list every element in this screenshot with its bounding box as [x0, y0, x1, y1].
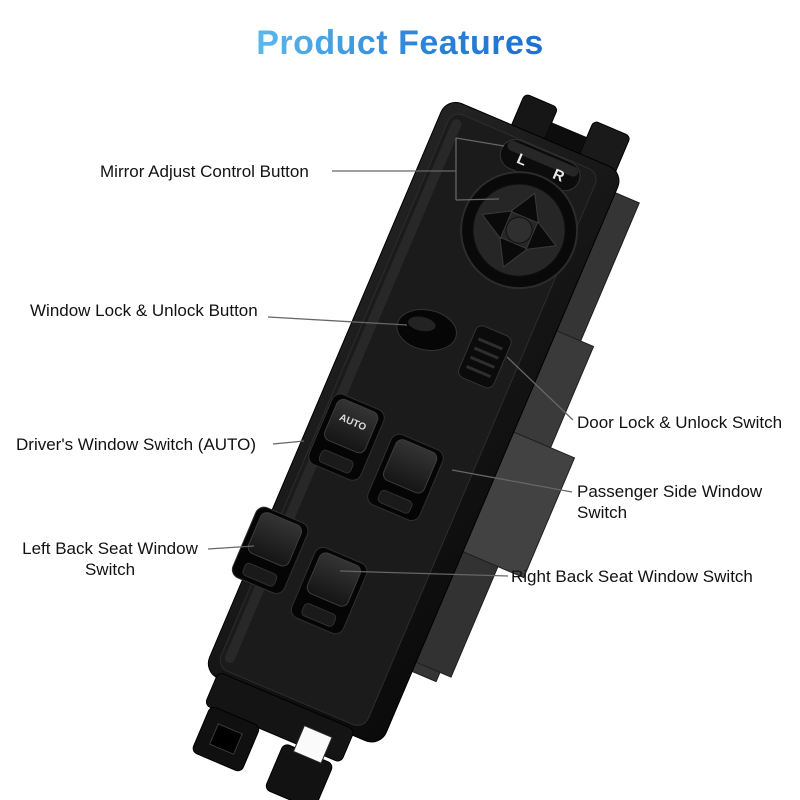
door-lock-callout-line	[506, 356, 574, 421]
passenger-callout-line	[451, 469, 573, 493]
mirror-adjust-control	[460, 171, 579, 290]
driver-window-switch: AUTO	[308, 393, 385, 481]
driver-callout-line	[272, 440, 305, 445]
connector-through-hole	[292, 724, 333, 764]
mirror-down-arrow-icon	[499, 236, 529, 268]
mirror-callout-line	[332, 137, 505, 201]
passenger-callout-label: Passenger Side Window Switch	[577, 482, 763, 522]
mirror-selector-rocker: L R	[499, 139, 581, 192]
mirror-pad-center	[505, 216, 533, 244]
window-lock-callout-line	[267, 316, 408, 326]
page-title-wrap: Product Features	[0, 24, 800, 63]
door-lock-switch	[458, 325, 512, 389]
left-back-callout-line	[207, 545, 255, 550]
mirror-left-arrow-icon	[481, 210, 513, 240]
left-back-window-switch	[231, 506, 309, 594]
mirror-callout-label: Mirror Adjust Control Button	[100, 162, 309, 181]
mirror-up-arrow-icon	[509, 192, 539, 224]
bottom-tab-left-hole	[209, 723, 243, 755]
right-back-window-switch	[290, 546, 368, 635]
right-back-callout-label: Right Back Seat Window Switch	[511, 567, 753, 586]
window-lock-callout-label: Window Lock & Unlock Button	[30, 301, 258, 320]
passenger-window-switch	[367, 433, 444, 521]
left-back-callout-label: Left Back Seat Window Switch	[22, 539, 198, 579]
page-title: Product Features	[256, 24, 544, 62]
driver-callout-label: Driver's Window Switch (AUTO)	[16, 435, 257, 454]
mirror-right-arrow-icon	[525, 220, 557, 251]
right-back-callout-line	[339, 570, 509, 577]
master-switch-panel: L R	[192, 94, 640, 800]
door-lock-callout-label: Door Lock & Unlock Switch	[577, 413, 783, 432]
